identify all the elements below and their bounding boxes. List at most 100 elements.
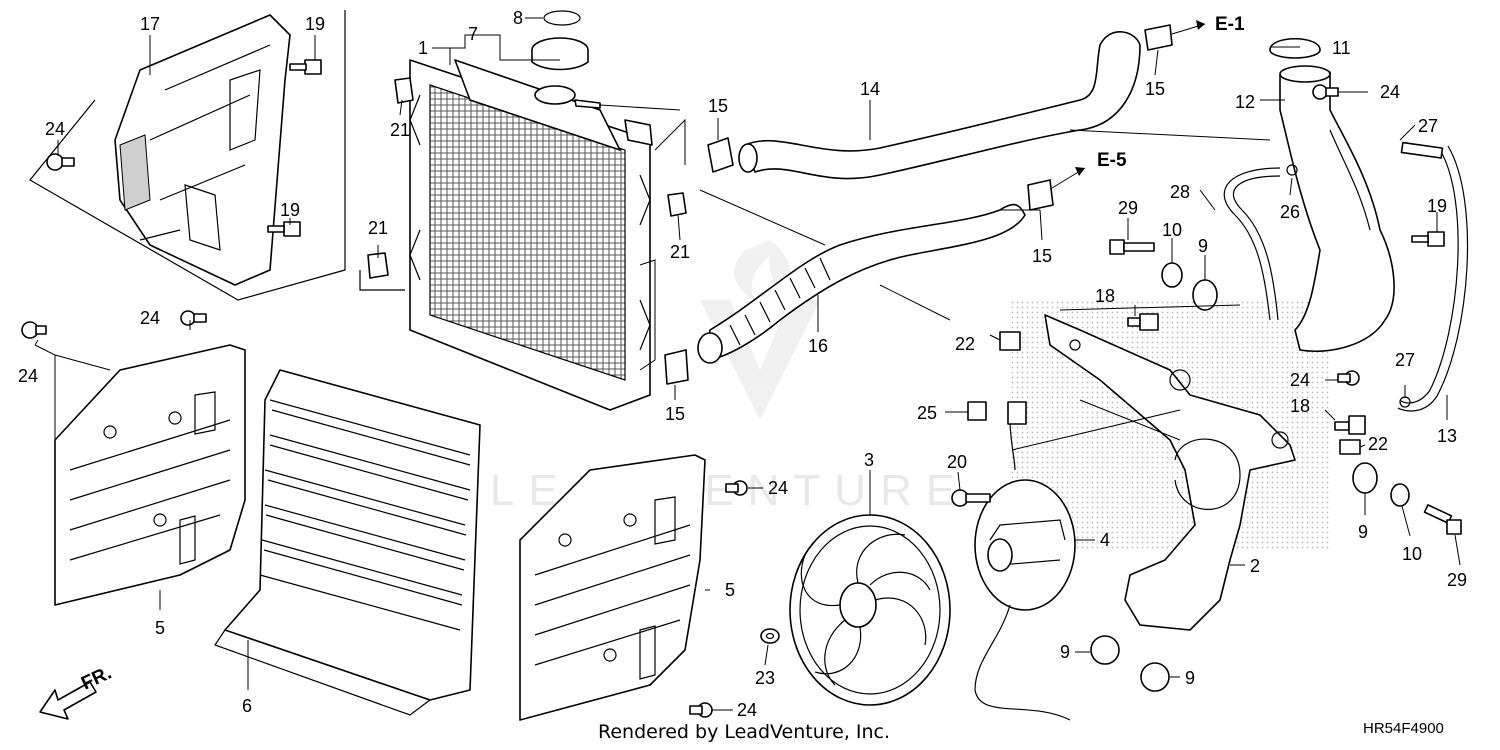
clip-24-c xyxy=(1337,370,1360,386)
callout-24-f: 24 xyxy=(768,478,788,498)
clip-nut-21-b xyxy=(359,252,405,291)
callout-9-d: 9 xyxy=(1185,668,1195,688)
fan-motor-4 xyxy=(974,419,1076,721)
clip-22-a xyxy=(999,331,1021,351)
callout-24-e: 24 xyxy=(18,366,38,386)
reserve-tank-12 xyxy=(1279,65,1395,353)
pipe-27 xyxy=(1400,141,1444,159)
clip-22-b xyxy=(1339,439,1361,455)
clip-24-f xyxy=(725,480,748,496)
callout-5-a: 5 xyxy=(155,618,165,638)
collar-10-a xyxy=(1161,262,1183,288)
callout-1: 1 xyxy=(418,38,428,58)
callout-28: 28 xyxy=(1170,182,1190,202)
connector-25 xyxy=(967,401,1027,425)
reference-e5: E-5 xyxy=(1097,150,1127,171)
callout-23: 23 xyxy=(755,668,775,688)
callout-29-b: 29 xyxy=(1447,570,1467,590)
o-ring-8 xyxy=(543,10,581,26)
callout-15-c: 15 xyxy=(1032,246,1052,266)
hose-clamp-15-a xyxy=(707,137,734,173)
callout-12: 12 xyxy=(1235,92,1255,112)
clip-nut-21-c xyxy=(667,192,687,217)
callout-29-a: 29 xyxy=(1118,198,1138,218)
callout-15-d: 15 xyxy=(665,404,685,424)
tank-cap-11 xyxy=(1269,38,1321,59)
filler-neck xyxy=(534,85,601,109)
callout-2: 2 xyxy=(1250,556,1260,576)
bolt-29-b xyxy=(1423,504,1462,535)
callout-10-b: 10 xyxy=(1402,544,1422,564)
grommet-9-b xyxy=(1352,462,1378,494)
callout-24-a: 24 xyxy=(45,119,65,139)
callout-21-a: 21 xyxy=(390,120,410,140)
callout-15-a: 15 xyxy=(708,96,728,116)
callout-26: 26 xyxy=(1280,202,1300,222)
callout-14: 14 xyxy=(860,79,880,99)
callout-27-b: 27 xyxy=(1395,350,1415,370)
front-direction-arrow-icon xyxy=(39,681,97,720)
credit-text: Rendered by LeadVenture, Inc. xyxy=(598,721,890,743)
clip-27-b xyxy=(1399,396,1411,408)
callout-17: 17 xyxy=(140,14,160,34)
fan-shroud-2 xyxy=(1044,314,1296,631)
callout-9-b: 9 xyxy=(1358,522,1368,542)
callout-21-b: 21 xyxy=(368,218,388,238)
callout-7: 7 xyxy=(468,24,478,44)
callout-3: 3 xyxy=(864,450,874,470)
reference-arrow-e5 xyxy=(1051,167,1086,189)
callout-21-c: 21 xyxy=(670,242,690,262)
clip-24-d xyxy=(21,321,47,339)
hose-clamp-15-c xyxy=(1027,179,1054,211)
callout-24-g: 24 xyxy=(737,700,757,720)
lower-hose-16 xyxy=(697,203,1026,364)
callout-10-a: 10 xyxy=(1162,220,1182,240)
callout-24-d: 24 xyxy=(140,308,160,328)
bolt-29-a xyxy=(1109,239,1155,255)
callout-19-a: 19 xyxy=(305,14,325,34)
bolt-19-a xyxy=(289,59,322,75)
callout-11: 11 xyxy=(1332,38,1351,58)
bolt-18-b xyxy=(1334,415,1366,435)
leader-lines xyxy=(34,17,1461,711)
grille-6 xyxy=(214,369,481,716)
clip-24-g xyxy=(689,702,713,718)
reference-arrow-e1 xyxy=(1171,20,1206,35)
callout-22-b: 22 xyxy=(1368,434,1388,454)
drawing-code: HR54F4900 xyxy=(1363,720,1444,737)
upper-hose-14 xyxy=(738,31,1141,180)
callout-6: 6 xyxy=(242,696,252,716)
radiator-1 xyxy=(409,59,653,411)
bolt-19-b xyxy=(267,221,301,237)
radiator-cap-7 xyxy=(531,37,589,71)
side-cover-5-left xyxy=(54,344,246,606)
clip-24-a xyxy=(46,153,75,171)
callout-9-c: 9 xyxy=(1060,642,1070,662)
nut-23 xyxy=(760,628,780,644)
bolt-20 xyxy=(951,489,991,507)
callout-22-a: 22 xyxy=(955,334,975,354)
bolt-18-a xyxy=(1127,313,1159,331)
callout-5-b: 5 xyxy=(725,580,735,600)
callout-19-c: 19 xyxy=(1427,196,1447,216)
callout-19-b: 19 xyxy=(280,200,300,220)
callout-25: 25 xyxy=(917,403,937,423)
callout-18-a: 18 xyxy=(1095,286,1115,306)
callout-27-a: 27 xyxy=(1418,116,1438,136)
callout-18-b: 18 xyxy=(1290,396,1310,416)
callout-24-c: 24 xyxy=(1290,370,1310,390)
reference-e1: E-1 xyxy=(1215,14,1245,35)
grommet-9-c xyxy=(1090,635,1120,665)
clip-26 xyxy=(1286,164,1298,176)
clip-24-b xyxy=(1312,84,1339,100)
callout-9-a: 9 xyxy=(1198,236,1208,256)
callout-13: 13 xyxy=(1437,426,1457,446)
grommet-9-d xyxy=(1140,662,1170,692)
cooling-fan-3 xyxy=(789,514,951,706)
hose-clamp-15-d xyxy=(664,349,689,385)
clip-nut-21-a xyxy=(394,77,414,104)
clip-24-e xyxy=(180,310,207,326)
callout-8: 8 xyxy=(513,8,523,28)
bolt-19-c xyxy=(1411,231,1445,247)
